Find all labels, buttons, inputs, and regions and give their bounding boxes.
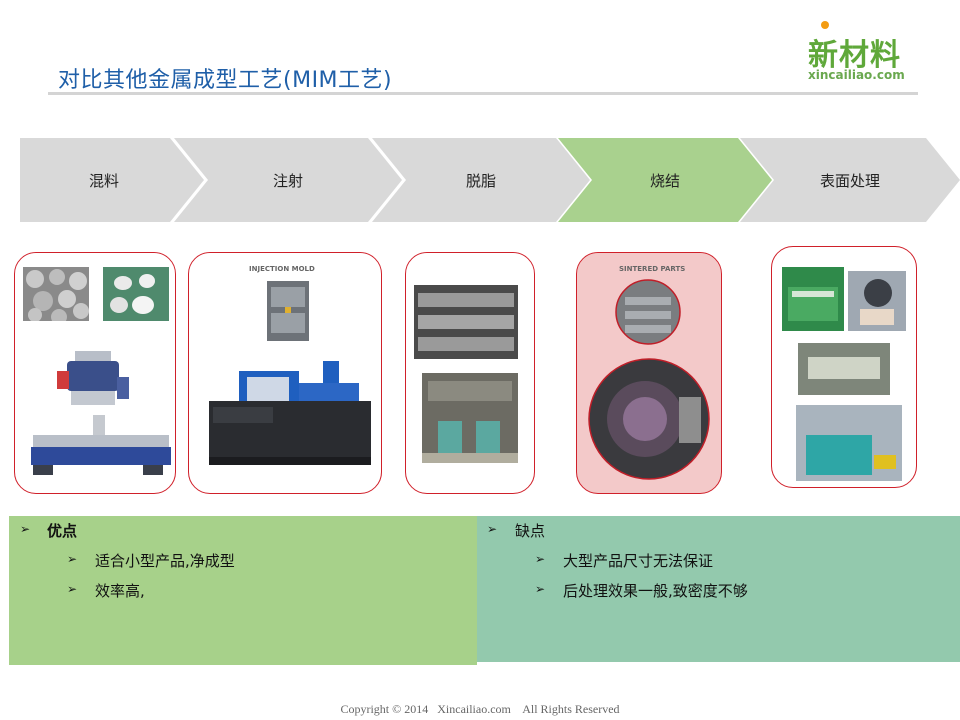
feedstock-pellets-photo [103,267,169,321]
logo-dot-icon [821,21,829,29]
process-step-sintering: 烧结 [558,138,772,222]
injection-machine-photo [209,361,371,465]
pros-item: 适合小型产品,净成型 [95,552,235,570]
process-step-label: 脱脂 [465,171,496,190]
cleaning-station-photo [796,405,902,481]
process-flow: 混料 注射 脱脂 烧结 表面处理 [20,138,960,222]
extruder-machine-photo [31,415,171,475]
debinding-equipment-photo [422,373,518,463]
cons-item: 大型产品尺寸无法保证 [563,552,714,570]
step-chevron-shape [558,138,772,222]
cons-item: 后处理效果一般,致密度不够 [563,582,748,600]
bullet-arrow-icon: ➢ [67,552,78,566]
bullet-arrow-icon: ➢ [20,522,31,536]
page-title: 对比其他金属成型工艺(MIM工艺) [58,68,393,93]
bullet-arrow-icon: ➢ [535,552,546,566]
process-step-debinding: 脱脂 [372,138,590,222]
injection-photo-panel: INJECTION MOLD [188,252,382,494]
debinding-photo-panel [405,252,535,494]
bullet-arrow-icon: ➢ [487,522,498,536]
title-divider [48,92,918,95]
finished-parts-photo [798,343,890,395]
debinding-trays-photo [414,285,518,359]
step-chevron-shape [20,138,204,222]
process-step-mixing: 混料 [20,138,204,222]
step-chevron-shape [174,138,402,222]
pros-box: ➢ 优点 ➢ 适合小型产品,净成型 ➢ 效率高, [9,516,477,665]
copyright-footer: Copyright © 2014 Xincailiao.com All Righ… [340,702,620,716]
injection-mold-caption: INJECTION MOLD [249,265,315,273]
process-step-injection: 注射 [174,138,402,222]
site-logo[interactable]: 新材料 xincailiao.com [800,18,930,88]
bullet-arrow-icon: ➢ [535,582,546,596]
process-step-label: 注射 [272,171,303,190]
process-step-surface-treatment: 表面处理 [740,138,960,222]
pros-item: 效率高, [95,582,145,600]
cons-box: ➢ 缺点 ➢ 大型产品尺寸无法保证 ➢ 后处理效果一般,致密度不够 [477,516,960,662]
mixer-machine-photo [57,351,129,405]
sintering-furnace-photo [588,358,710,480]
process-step-label: 表面处理 [819,171,880,190]
polishing-photo [848,271,906,331]
cons-heading: 缺点 [515,522,546,540]
injection-mold-photo [267,281,309,341]
step-chevron-shape [372,138,590,222]
metal-powder-photo [23,267,89,321]
pros-heading: 优点 [47,522,78,540]
sintered-parts-photo [615,279,681,345]
logo-text-en: xincailiao.com [808,68,905,82]
inspection-tray-photo [782,267,844,331]
logo-text-cn: 新材料 [808,38,901,73]
process-step-label: 混料 [88,171,119,190]
process-step-label: 烧结 [649,171,680,190]
mixing-photo-panel [14,252,176,494]
step-chevron-shape [740,138,960,222]
bullet-arrow-icon: ➢ [67,582,78,596]
sintering-photo-panel: SINTERED PARTS [576,252,722,494]
surface-treatment-photo-panel [771,246,917,488]
sintered-parts-caption: SINTERED PARTS [619,265,686,273]
